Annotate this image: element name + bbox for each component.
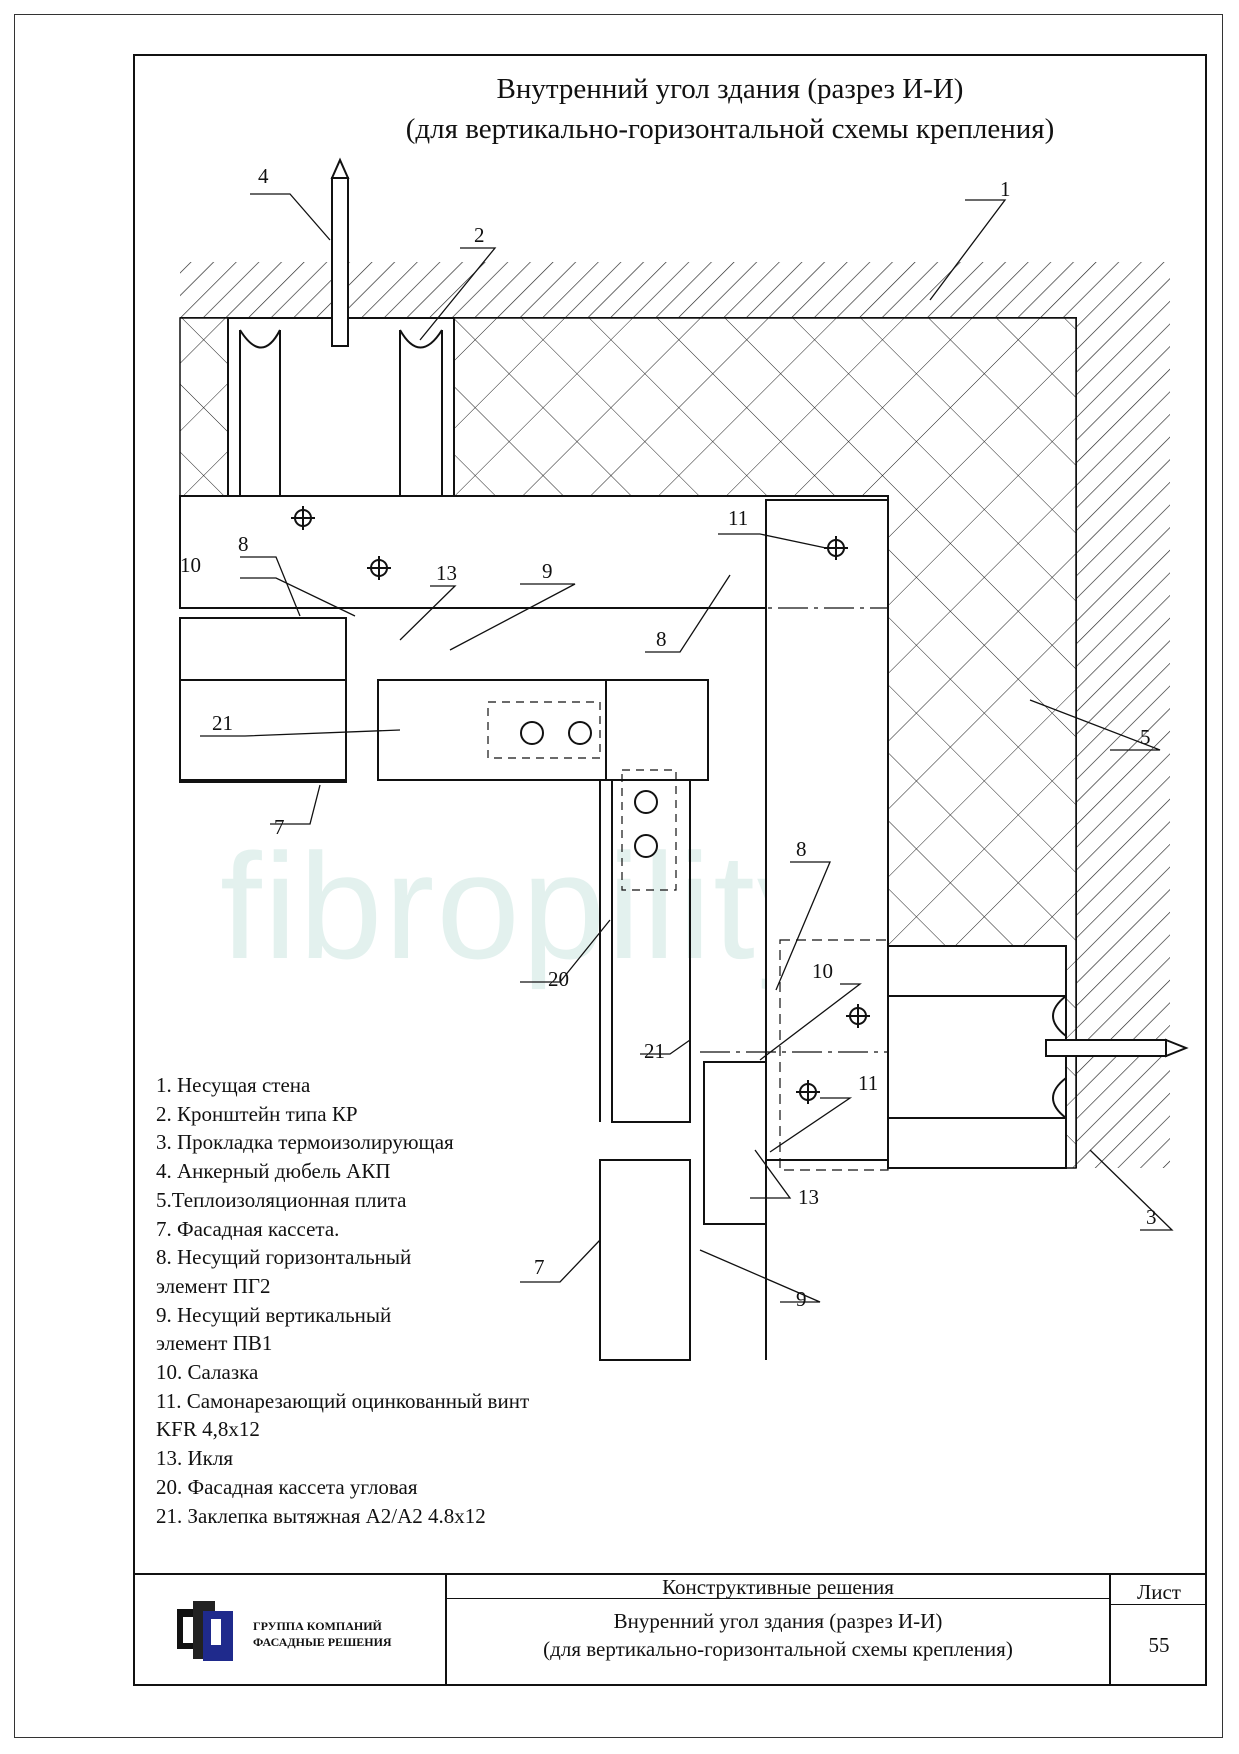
callout-label: 7 bbox=[274, 815, 285, 839]
sheet-outer-border bbox=[14, 14, 1223, 1738]
legend-item: 5.Теплоизоляционная плита bbox=[156, 1187, 407, 1212]
sheet-description-line1: Внуренний угол здания (разрез И-И) bbox=[613, 1609, 943, 1633]
section-name: Конструктивные решения bbox=[447, 1573, 1109, 1599]
legend-item: элемент ПВ1 bbox=[156, 1331, 273, 1356]
title-block: ГРУППА КОМПАНИЙ ФАСАДНЫЕ РЕШЕНИЯ Констру… bbox=[133, 1573, 1207, 1686]
screws bbox=[291, 506, 870, 1104]
legend-item: 2. Кронштейн типа КР bbox=[156, 1101, 358, 1126]
sheet-description-line2: (для вертикально-горизонтальной схемы кр… bbox=[543, 1637, 1013, 1661]
sheet-number: 55 bbox=[1109, 1605, 1207, 1686]
callout-label: 8 bbox=[656, 627, 667, 651]
callout-label: 1 bbox=[1000, 177, 1011, 201]
legend-item: 3. Прокладка термоизолирующая bbox=[156, 1130, 454, 1155]
legend-item: 7. Фасадная кассета. bbox=[156, 1216, 340, 1241]
legend-item: 10. Салазка bbox=[156, 1360, 259, 1385]
drawing-title-line1: Внутренний угол здания (разрез И-И) bbox=[496, 73, 964, 105]
callout-label: 7 bbox=[534, 1255, 545, 1279]
legend-item: 1. Несущая стена bbox=[156, 1073, 311, 1097]
legend: 1. Несущая стена 2. Кронштейн типа КР 3.… bbox=[156, 1071, 626, 1530]
drawing-frame bbox=[133, 54, 1207, 1686]
legend-item: 9. Несущий вертикальный bbox=[156, 1302, 392, 1327]
callout-label: 11 bbox=[858, 1071, 878, 1095]
callout-label: 4 bbox=[258, 164, 269, 188]
corner-cassette bbox=[378, 679, 767, 1361]
company-name-line1: ГРУППА КОМПАНИЙ bbox=[253, 1619, 382, 1633]
callout-label: 21 bbox=[644, 1039, 665, 1063]
legend-item: 21. Заклепка вытяжная А2/А2 4.8x12 bbox=[156, 1503, 486, 1528]
legend-item: элемент ПГ2 bbox=[156, 1273, 271, 1298]
leader-lines bbox=[200, 193, 1174, 1303]
sheet-label: Лист bbox=[1109, 1573, 1207, 1605]
legend-item: 11. Самонарезающий оцинкованный винт bbox=[156, 1388, 530, 1413]
callout-label: 2 bbox=[474, 223, 485, 247]
logo-cell: ГРУППА КОМПАНИЙ ФАСАДНЫЕ РЕШЕНИЯ bbox=[133, 1573, 447, 1686]
company-name-line2: ФАСАДНЫЕ РЕШЕНИЯ bbox=[253, 1635, 392, 1649]
callout-label: 3 bbox=[1146, 1205, 1157, 1229]
legend-item: 4. Анкерный дюбель АКП bbox=[156, 1159, 391, 1184]
callout-label: 21 bbox=[212, 711, 233, 735]
callout-label: 8 bbox=[796, 837, 807, 861]
callout-label: 13 bbox=[798, 1185, 819, 1209]
callout-label: 10 bbox=[812, 959, 833, 983]
callout-label: 9 bbox=[796, 1287, 807, 1311]
bracket-right bbox=[887, 945, 1189, 1169]
company-logo-icon bbox=[177, 1601, 233, 1661]
horizontal-carrier-pg2 bbox=[179, 495, 889, 1161]
callout-label: 13 bbox=[436, 561, 457, 585]
bracket-top bbox=[227, 317, 455, 497]
legend-item: 13. Икля bbox=[156, 1446, 234, 1471]
legend-item: 20. Фасадная кассета угловая bbox=[156, 1474, 418, 1499]
legend-item: 8. Несущий горизонтальный bbox=[156, 1245, 412, 1270]
anchor-dowel-top bbox=[330, 157, 350, 347]
callout-label: 9 bbox=[542, 559, 553, 583]
legend-item: KFR 4,8x12 bbox=[156, 1417, 260, 1442]
callout-labels: 1 2 4 5 11 8 10 13 9 8 21 7 8 20 10 21 1… bbox=[180, 164, 1157, 1311]
callout-label: 8 bbox=[238, 532, 249, 556]
callout-label: 20 bbox=[548, 967, 569, 991]
drawing-title-line2: (для вертикально-горизонтальной схемы кр… bbox=[405, 113, 1055, 145]
facade-cassette-left bbox=[179, 617, 709, 891]
callout-label: 5 bbox=[1140, 725, 1151, 749]
callout-label: 10 bbox=[180, 553, 201, 577]
callout-label: 11 bbox=[728, 506, 748, 530]
